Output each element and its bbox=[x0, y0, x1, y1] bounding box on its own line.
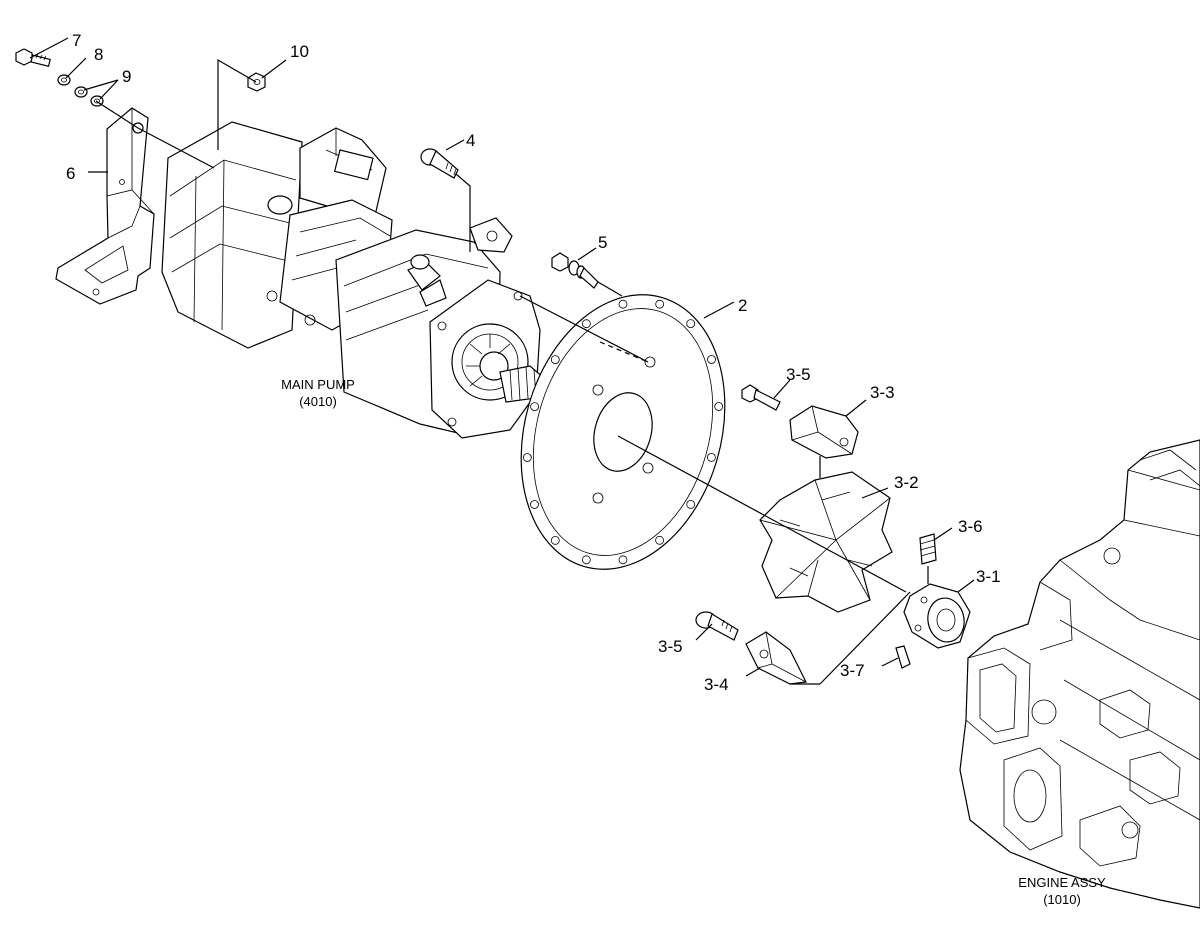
leader-lines bbox=[29, 37, 975, 685]
engine-assy-name: ENGINE ASSY bbox=[1018, 875, 1106, 890]
rubber-element-3-2 bbox=[759, 471, 893, 613]
main-pump bbox=[161, 121, 545, 439]
callout-labels: 7 8 9 10 6 4 5 2 3-5 3-3 3-2 3-6 3-1 3-5… bbox=[66, 31, 1001, 694]
callout-3-3: 3-3 bbox=[870, 383, 895, 402]
bolt-3-5-bottom bbox=[695, 611, 739, 641]
callout-3-7: 3-7 bbox=[840, 661, 865, 680]
bolt-3-5-top bbox=[741, 384, 781, 411]
pin-3-7 bbox=[895, 645, 911, 669]
flywheel-bolt-hole bbox=[530, 500, 539, 509]
flywheel-bolt-hole bbox=[550, 536, 560, 545]
callout-4: 4 bbox=[466, 131, 475, 150]
callout-7: 7 bbox=[72, 31, 81, 50]
flywheel-bolt-hole bbox=[618, 299, 628, 309]
main-pump-code: (4010) bbox=[299, 394, 337, 409]
hub-3-1 bbox=[903, 583, 971, 649]
flywheel-bolt-hole bbox=[530, 402, 539, 412]
callout-9: 9 bbox=[122, 67, 131, 86]
callout-3-5-top: 3-5 bbox=[786, 365, 811, 384]
assembly-labels: MAIN PUMP (4010) ENGINE ASSY (1010) bbox=[281, 377, 1106, 907]
callout-8: 8 bbox=[94, 45, 103, 64]
flywheel-bolt-hole bbox=[581, 555, 591, 565]
bracket-6 bbox=[55, 107, 155, 305]
main-pump-name: MAIN PUMP bbox=[281, 377, 355, 392]
flywheel-bolt-hole bbox=[550, 355, 560, 365]
callout-2: 2 bbox=[738, 296, 747, 315]
callout-3-4: 3-4 bbox=[704, 675, 729, 694]
flywheel-bolt-hole bbox=[686, 499, 696, 509]
flywheel-bolt-hole bbox=[522, 453, 532, 462]
callout-3-1: 3-1 bbox=[976, 567, 1001, 586]
set-screw-3-6 bbox=[919, 533, 937, 565]
bolt-7 bbox=[15, 48, 51, 67]
bolt-5 bbox=[551, 252, 599, 289]
callout-6: 6 bbox=[66, 164, 75, 183]
flywheel-bolt-hole bbox=[714, 402, 724, 411]
flywheel-bolt-hole bbox=[655, 535, 664, 545]
block-3-4 bbox=[745, 631, 807, 685]
callout-3-6: 3-6 bbox=[958, 517, 983, 536]
flywheel-bolt-hole bbox=[618, 555, 628, 565]
block-3-3 bbox=[789, 405, 859, 459]
flywheel-plate-2 bbox=[520, 294, 726, 570]
callout-10: 10 bbox=[290, 42, 309, 61]
flywheel-bolt-hole bbox=[707, 355, 716, 364]
callout-3-5-bottom: 3-5 bbox=[658, 637, 683, 656]
callout-3-2: 3-2 bbox=[894, 473, 919, 492]
flywheel-bolt-hole bbox=[686, 319, 696, 329]
flywheel-bolt-hole bbox=[707, 452, 716, 462]
engine-assy-code: (1010) bbox=[1043, 892, 1081, 907]
engine-assembly bbox=[959, 439, 1200, 909]
nut-10 bbox=[247, 72, 266, 92]
flywheel-bolt-hole bbox=[582, 319, 591, 329]
callout-5: 5 bbox=[598, 233, 607, 252]
bolt-4 bbox=[420, 148, 459, 179]
flywheel-bolt-hole bbox=[655, 299, 665, 309]
